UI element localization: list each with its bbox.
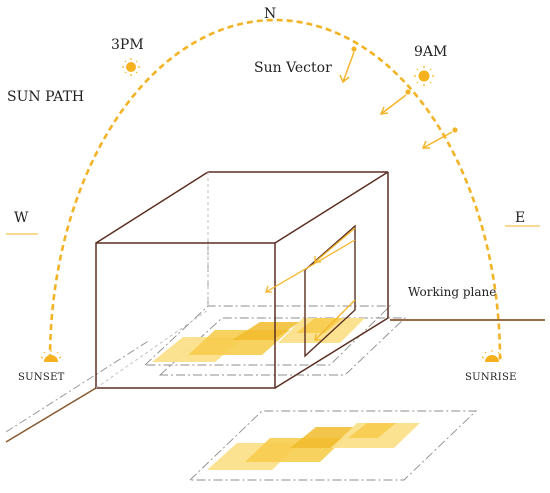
room-box <box>95 171 389 389</box>
sun-icon-9am <box>414 66 434 86</box>
ground-line-left <box>5 387 97 443</box>
label-3pm: 3PM <box>111 37 144 53</box>
label-working-plane: Working plane <box>408 285 496 299</box>
label-east: E <box>515 210 525 226</box>
label-sunrise: SUNRISE <box>465 372 517 383</box>
sun-vector-2 <box>379 89 411 115</box>
label-west: W <box>14 210 29 226</box>
room-hidden-edges <box>95 172 209 389</box>
label-9am: 9AM <box>414 44 447 60</box>
label-sunset: SUNSET <box>18 372 65 383</box>
label-sun-path: SUN PATH <box>7 89 84 105</box>
sun-path-arc <box>48 18 502 361</box>
sun-icon-sunrise <box>481 350 503 362</box>
sun-icon-sunset <box>40 350 62 362</box>
ground-patch-c <box>290 427 355 448</box>
floor-patch-e <box>296 318 343 333</box>
sun-rays-through-window <box>265 227 356 341</box>
sun-vector-3 <box>421 127 458 149</box>
ground-dashdot-left <box>5 339 151 433</box>
ground-shadow-plane <box>188 410 478 481</box>
floor-patch-c <box>232 322 300 340</box>
room-front-face <box>95 242 276 389</box>
sun-vector-arrows <box>339 46 458 149</box>
label-north: N <box>264 6 276 22</box>
room-window <box>304 224 356 358</box>
sun-vector-1 <box>339 46 357 84</box>
floor-light-patches <box>152 318 365 362</box>
ground-patch-e <box>348 423 396 438</box>
label-sun-vector: Sun Vector <box>254 60 332 76</box>
ground-shadow-frame <box>188 410 478 481</box>
sun-icon-3pm <box>122 58 140 76</box>
